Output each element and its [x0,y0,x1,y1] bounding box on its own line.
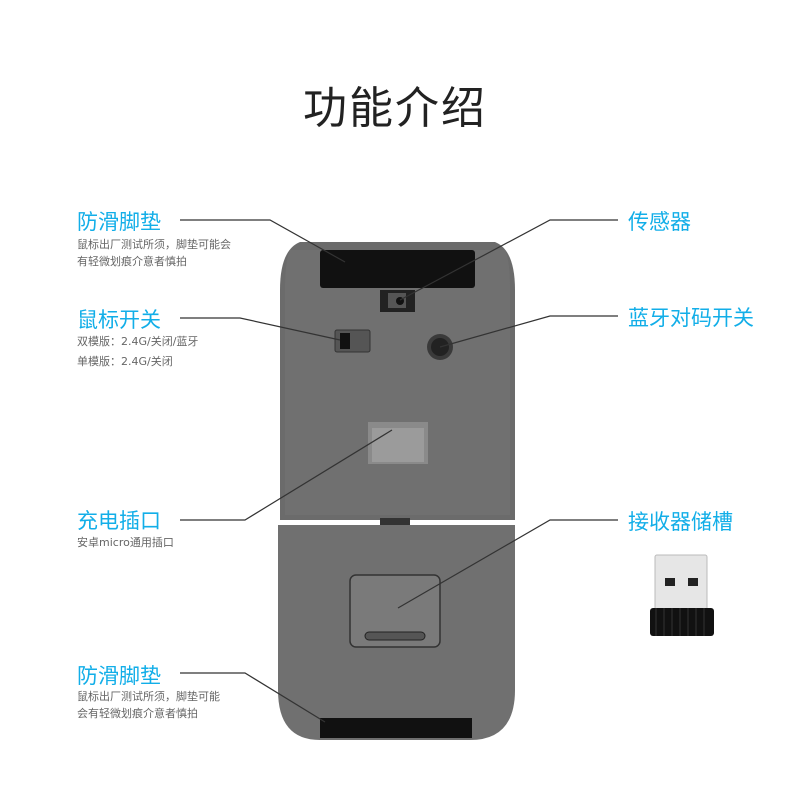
desc-line: 会有轻微划痕介意者慎拍 [77,707,198,720]
desc-line: 双模版：2.4G/关闭/蓝牙 [77,335,199,348]
usb-receiver-image [650,554,714,636]
desc-line: 单模版：2.4G/关闭 [77,355,173,368]
antislip-pad-bottom [320,718,472,738]
desc-line: 鼠标出厂测试所须，脚垫可能 [77,690,220,703]
antislip-pad-top [320,250,475,288]
feature-label-sensor: 传感器 [628,210,691,234]
desc-line: 安卓micro通用插口 [77,536,174,549]
mouse-switch [340,333,350,349]
feature-desc-antislip-top: 鼠标出厂测试所须，脚垫可能会 有轻微划痕介意者慎拍 [77,236,231,270]
feature-label-bt-pair-switch: 蓝牙对码开关 [628,306,754,330]
feature-desc-charging-port: 安卓micro通用插口 [77,534,174,551]
desc-line: 鼠标出厂测试所须，脚垫可能会 [77,238,231,251]
feature-label-antislip-top: 防滑脚垫 [77,210,161,234]
desc-line: 有轻微划痕介意者慎拍 [77,255,187,268]
feature-label-antislip-bottom: 防滑脚垫 [77,664,161,688]
feature-desc-antislip-bottom: 鼠标出厂测试所须，脚垫可能 会有轻微划痕介意者慎拍 [77,688,220,722]
feature-label-receiver-slot: 接收器储槽 [628,510,733,534]
receiver-slot-cover [349,574,441,648]
page-title: 功能介绍 [303,83,487,134]
feature-label-charging-port: 充电插口 [77,509,161,533]
feature-label-mouse-switch: 鼠标开关 [77,308,161,332]
feature-desc-mouse-switch: 双模版：2.4G/关闭/蓝牙 单模版：2.4G/关闭 [77,332,198,372]
